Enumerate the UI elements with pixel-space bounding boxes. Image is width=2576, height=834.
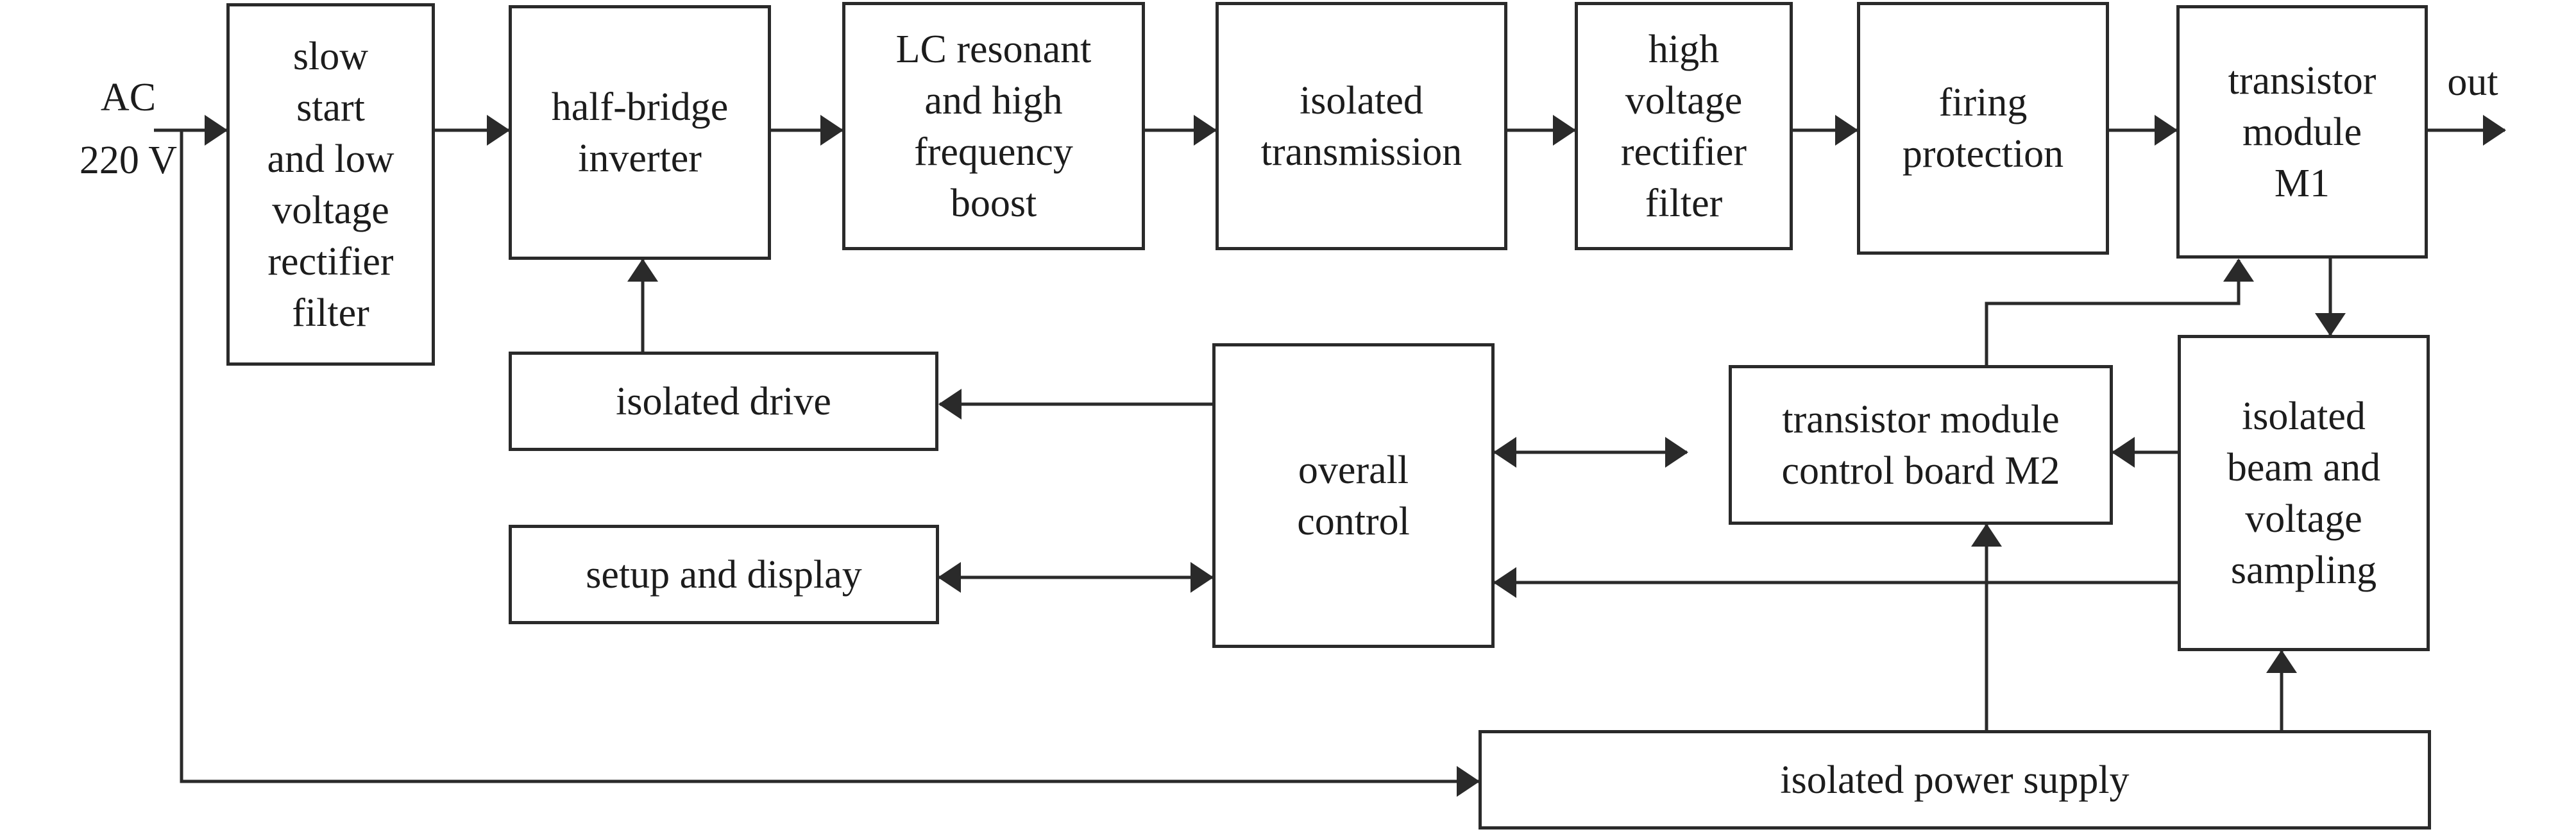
lc-resonant-box: LC resonant and high frequency boost: [842, 2, 1145, 250]
box-label-line: overall: [1298, 448, 1409, 492]
box-label-line: start: [296, 85, 365, 130]
box-label-line: M1: [2274, 161, 2330, 205]
box-label-line: isolated power supply: [1780, 758, 2130, 802]
box-label-line: firing: [1938, 81, 2028, 124]
overall-control-box: overall control: [1212, 343, 1495, 648]
box-label-line: isolated drive: [616, 379, 831, 423]
box-label-line: transistor: [2228, 58, 2377, 103]
high-voltage-rectifier-box: high voltage rectifier filter: [1575, 2, 1793, 250]
box-label-line: sampling: [2230, 548, 2377, 592]
box-label-line: frequency: [914, 130, 1073, 174]
box-label-line: and high: [924, 78, 1063, 123]
box-label-line: module: [2242, 110, 2362, 154]
box-label-line: LC resonant: [895, 27, 1092, 71]
box-label-line: rectifier: [1620, 130, 1747, 174]
slow-start-box: slow start and low voltage rectifier fil…: [226, 3, 435, 366]
box-label-line: voltage: [272, 188, 389, 232]
box-label-line: isolated: [1300, 78, 1423, 123]
box-label-line: inverter: [578, 136, 702, 180]
isolated-transmission-box: isolated transmission: [1216, 2, 1507, 250]
box-label-line: filter: [1645, 181, 1723, 225]
transistor-module-m1-box: transistor module M1: [2176, 5, 2428, 259]
transistor-module-m2-box: transistor module control board M2: [1729, 365, 2113, 525]
beam-voltage-sampling-box: isolated beam and voltage sampling: [2178, 335, 2430, 651]
box-label-line: high: [1648, 27, 1720, 71]
box-label-line: and low: [267, 137, 394, 181]
box-label-line: setup and display: [586, 552, 862, 597]
box-label-line: beam and: [2226, 445, 2381, 489]
box-label-line: protection: [1902, 132, 2064, 176]
box-label-line: voltage: [1625, 78, 1743, 123]
box-label-line: rectifier: [267, 239, 394, 284]
half-bridge-inverter-box: half-bridge inverter: [509, 5, 771, 260]
isolated-drive-box: isolated drive: [509, 352, 938, 451]
setup-and-display-box: setup and display: [509, 525, 939, 624]
box-label-line: boost: [950, 181, 1037, 225]
firing-protection-box: firing protection: [1857, 2, 2109, 255]
isolated-power-supply-box: isolated power supply: [1479, 730, 2431, 830]
box-label-line: voltage: [2245, 497, 2362, 541]
box-label-line: slow: [292, 34, 369, 78]
box-label-line: filter: [292, 291, 369, 335]
box-label-line: control board M2: [1781, 448, 2060, 493]
ac-label-line1: AC: [100, 76, 157, 119]
box-label-line: transmission: [1260, 130, 1462, 174]
box-label-line: half-bridge: [551, 85, 729, 129]
connector-m2-to-m1: [1985, 259, 2254, 365]
ac-label-line2: 220 V: [79, 139, 178, 182]
connector-ac-to-powersupply: [180, 130, 1480, 797]
out-label: out: [2447, 60, 2498, 104]
box-label-line: control: [1297, 499, 1410, 543]
box-label-line: transistor module: [1782, 397, 2060, 441]
box-label-line: isolated: [2242, 394, 2366, 438]
